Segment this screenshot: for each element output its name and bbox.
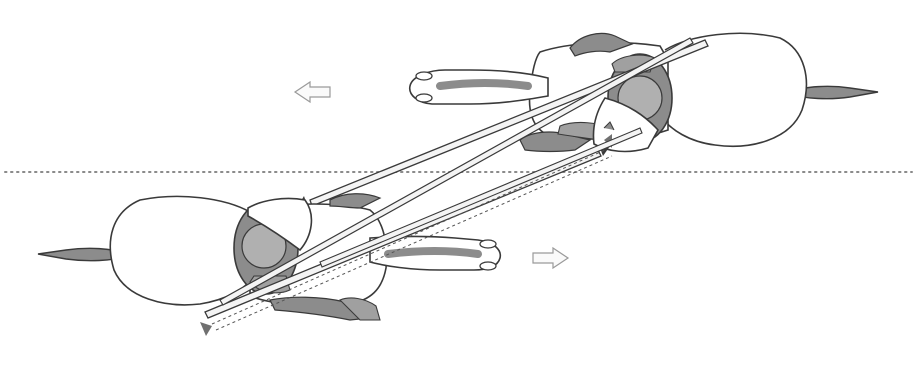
- left-direction-arrow-icon: [295, 82, 330, 102]
- rider-top: [298, 33, 878, 206]
- rider-bottom: [38, 134, 612, 336]
- right-direction-arrow-icon: [533, 248, 568, 268]
